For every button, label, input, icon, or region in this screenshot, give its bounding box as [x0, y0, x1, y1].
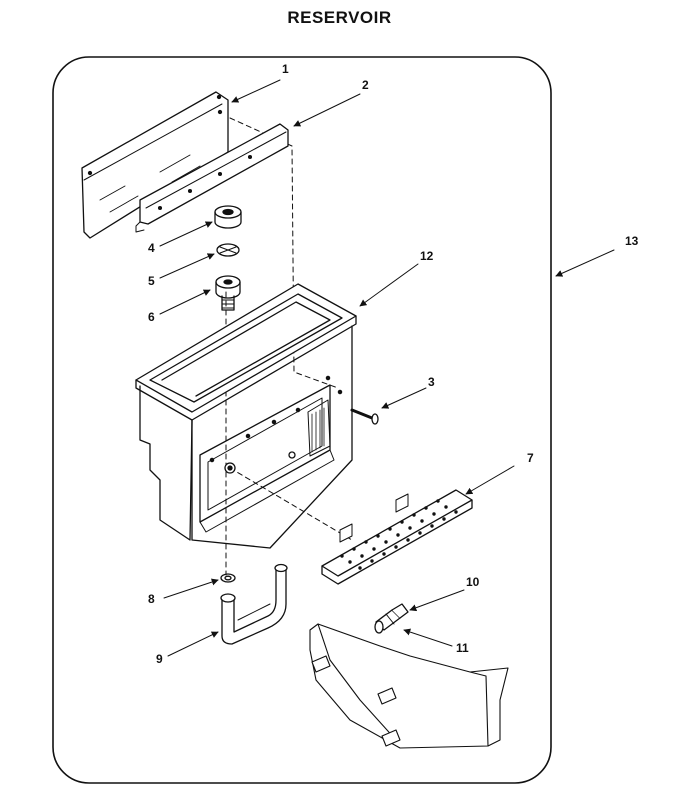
callout-12: 12 — [420, 249, 434, 263]
leader-lines — [159, 79, 615, 657]
part-4-nut — [214, 205, 242, 229]
part-7-perforated-plate — [321, 489, 473, 585]
callout-7: 7 — [527, 451, 534, 465]
part-2-gasket-strip — [135, 123, 289, 233]
part-5-washer — [216, 243, 240, 257]
callout-5: 5 — [148, 274, 155, 288]
diagram-frame — [52, 56, 552, 784]
callout-8: 8 — [148, 592, 155, 606]
part-12-reservoir-tank — [135, 283, 357, 549]
callout-2: 2 — [362, 78, 369, 92]
part-10-11-connector-fitting — [374, 603, 409, 634]
callout-6: 6 — [148, 310, 155, 324]
part-8-o-ring — [220, 573, 236, 583]
callout-3: 3 — [428, 375, 435, 389]
mounting-bracket — [309, 623, 509, 749]
page-title: RESERVOIR — [287, 8, 392, 27]
part-9-elbow-tube — [220, 563, 288, 645]
callout-4: 4 — [148, 241, 155, 255]
callout-labels: 1 2 3 4 5 6 7 8 9 10 11 12 13 — [148, 62, 639, 666]
callout-9: 9 — [156, 652, 163, 666]
part-3-screw — [350, 408, 379, 425]
callout-10: 10 — [466, 575, 480, 589]
callout-13: 13 — [625, 234, 639, 248]
callout-11: 11 — [456, 641, 469, 655]
part-6-drain-fitting — [215, 275, 241, 311]
callout-1: 1 — [282, 62, 289, 76]
